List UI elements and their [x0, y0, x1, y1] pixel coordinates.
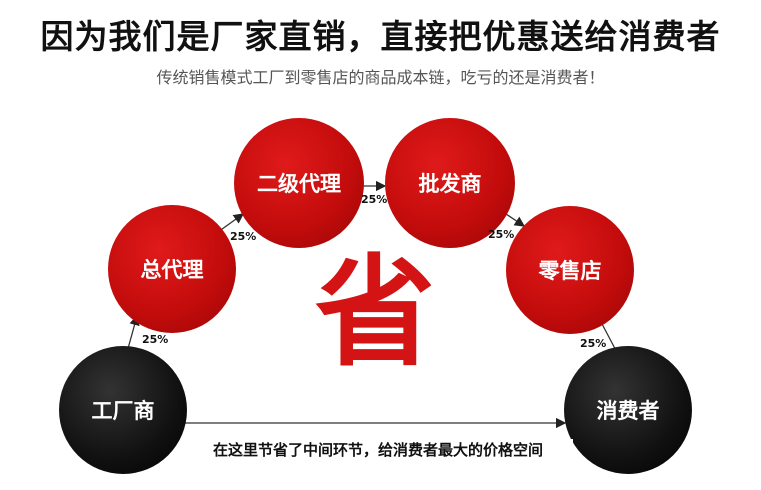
markup-second-to-wholesaler: 25% — [361, 193, 388, 206]
node-general-agent-label: 总代理 — [140, 258, 204, 282]
node-wholesaler-label: 批发商 — [418, 172, 482, 196]
markup-wholesaler-to-retailer: 25% — [488, 228, 515, 241]
node-retailer: 零售店 — [506, 206, 634, 334]
node-consumer-label: 消费者 — [596, 399, 660, 423]
node-retailer-label: 零售店 — [538, 259, 602, 283]
markup-general-to-second: 25% — [230, 230, 257, 243]
node-consumer: 消费者 — [564, 346, 692, 474]
savings-character: 省 — [315, 244, 435, 383]
node-general-agent: 总代理 — [108, 205, 236, 333]
markup-factory-to-general: 25% — [142, 333, 169, 346]
node-factory: 工厂商 — [59, 346, 187, 474]
page-subtitle: 传统销售模式工厂到零售店的商品成本链，吃亏的还是消费者！ — [156, 68, 605, 87]
page-title: 因为我们是厂家直销，直接把优惠送给消费者 — [40, 17, 721, 56]
bottom-note: 在这里节省了中间环节，给消费者最大的价格空间 — [183, 439, 573, 460]
node-factory-label: 工厂商 — [91, 399, 155, 423]
node-second-agent-label: 二级代理 — [257, 172, 341, 196]
markup-retailer-to-consumer: 25% — [580, 337, 607, 350]
node-wholesaler: 批发商 — [385, 118, 515, 248]
node-second-agent: 二级代理 — [234, 118, 364, 248]
